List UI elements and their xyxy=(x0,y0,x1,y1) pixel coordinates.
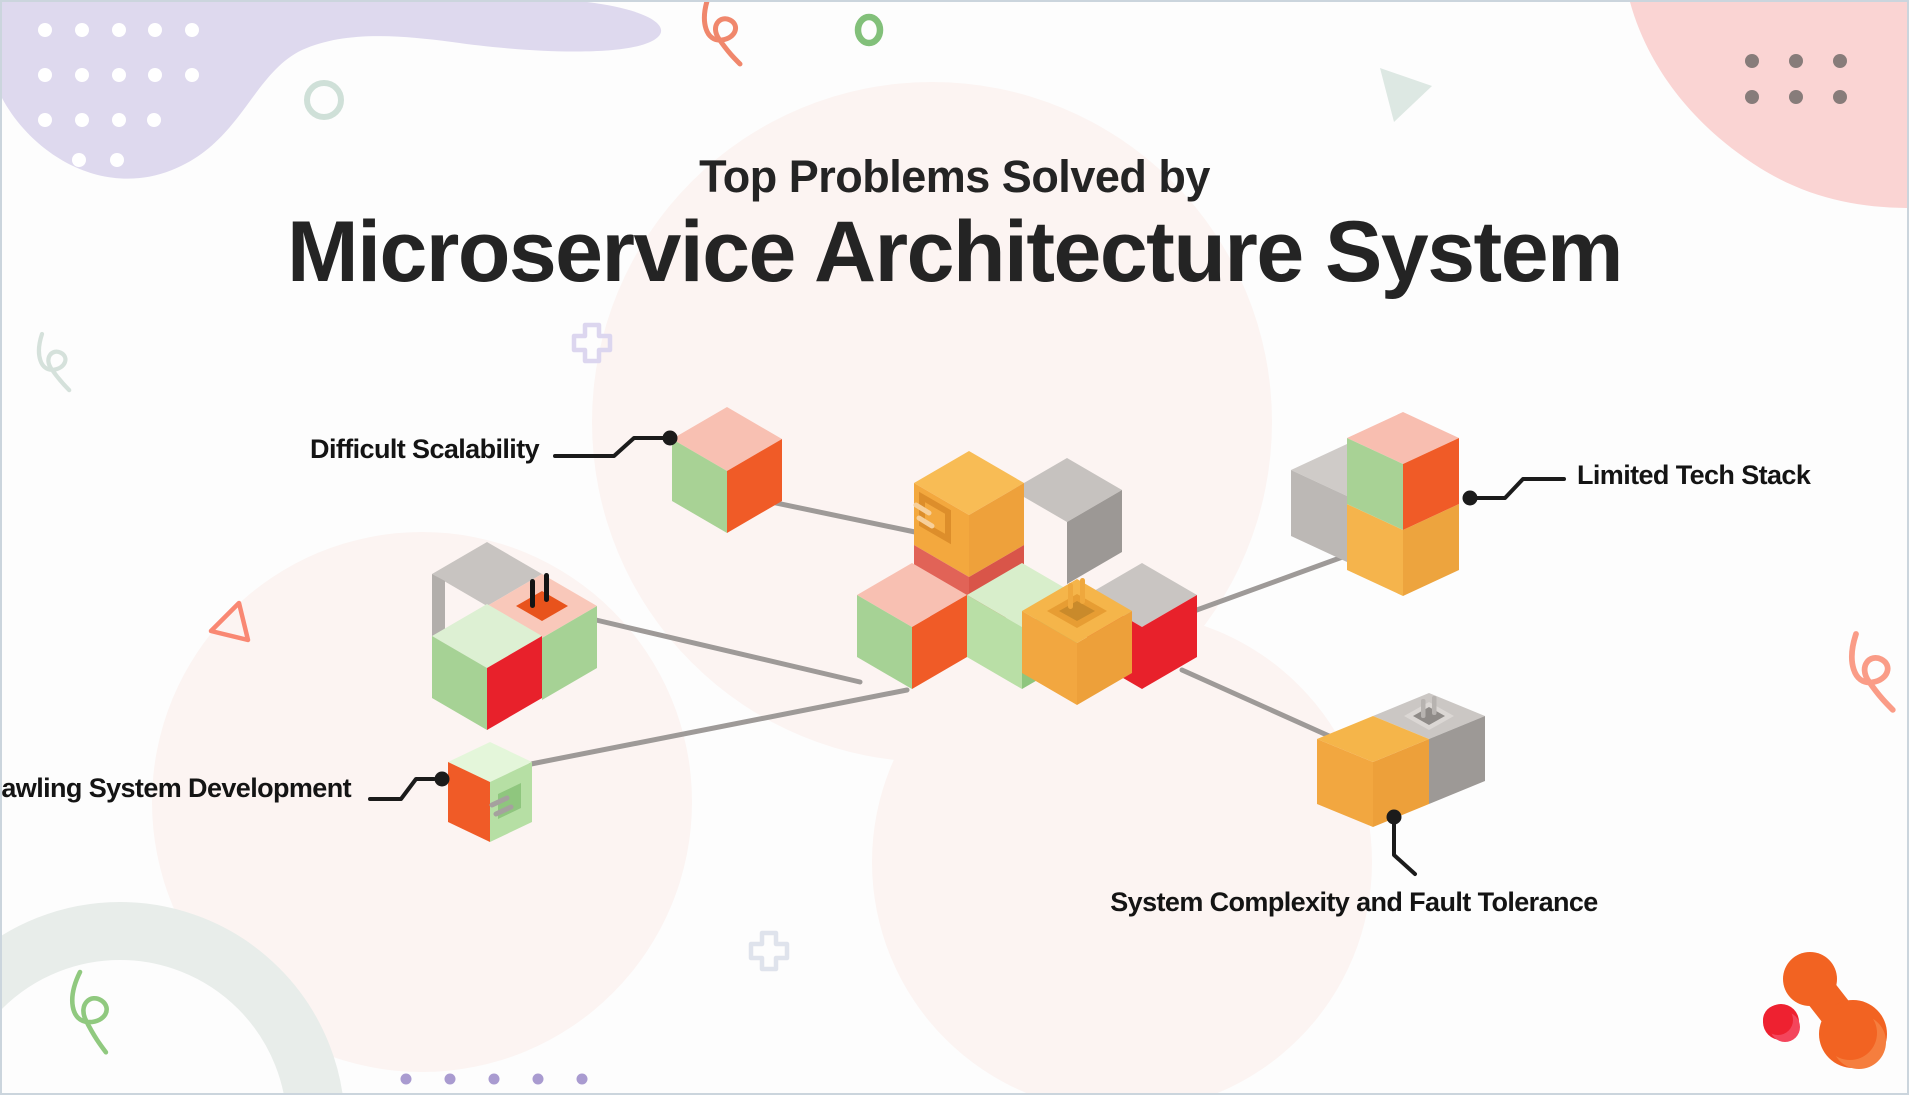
squiggle-left-sage xyxy=(36,331,72,393)
cube-cluster-left xyxy=(432,542,597,730)
callout-difficult-scalability xyxy=(553,436,665,458)
pin xyxy=(1080,578,1085,604)
lavender-blob xyxy=(2,2,662,179)
triangle-teal xyxy=(1380,68,1432,122)
pin xyxy=(1068,583,1073,609)
cube-cluster-system-complexity xyxy=(1317,693,1485,827)
callout-lines xyxy=(368,436,1566,876)
callout-system-complexity xyxy=(1392,822,1417,876)
line-center-to-right xyxy=(1169,552,1351,622)
plus-outline-top xyxy=(571,322,613,364)
callout-dots xyxy=(434,430,1478,825)
label-crawling-system-development: Crawling System Development xyxy=(0,773,352,803)
ring-decoration xyxy=(2,902,343,1093)
page-subtitle: Top Problems Solved by xyxy=(699,151,1210,202)
plus-outline-bottom xyxy=(748,930,790,972)
line-left-to-center xyxy=(593,617,863,685)
dumbbell-decoration xyxy=(1763,952,1887,1069)
circle-outline-sage xyxy=(304,80,344,120)
grey-dot-grid xyxy=(1745,54,1847,104)
pin xyxy=(1421,699,1426,718)
socket-top xyxy=(516,591,568,621)
cube-difficult-scalability xyxy=(672,407,782,533)
circle-outline-green xyxy=(854,13,884,47)
line-center-to-bottomright xyxy=(1179,667,1341,743)
cube-cluster-center xyxy=(857,451,1197,705)
label-system-complexity-fault-tolerance: System Complexity and Fault Tolerance xyxy=(1110,887,1598,917)
white-dot-grid xyxy=(38,23,199,167)
triangle-outline-coral xyxy=(208,600,251,643)
page-title: Microservice Architecture System xyxy=(286,204,1624,300)
cube-cluster-limited-tech-stack xyxy=(1291,412,1459,596)
callout-limited-tech-stack xyxy=(1475,477,1566,500)
pin xyxy=(530,579,535,608)
callout-crawling-system xyxy=(368,777,436,801)
pink-blob xyxy=(1630,2,1907,208)
label-limited-tech-stack: Limited Tech Stack xyxy=(1577,460,1811,490)
purple-dots-row xyxy=(400,1073,588,1085)
socket-side xyxy=(919,491,951,545)
cube-crawling-system xyxy=(448,742,532,842)
label-difficult-scalability: Difficult Scalability xyxy=(310,434,540,464)
squiggle-bottom-green xyxy=(70,969,109,1055)
squiggle-decorations xyxy=(36,2,1896,1055)
squiggle-top-coral xyxy=(702,2,743,67)
line-crawling-to-center xyxy=(528,687,910,767)
squiggle-right-coral xyxy=(1849,631,1896,713)
pin xyxy=(544,573,549,602)
network-lines xyxy=(528,486,1351,767)
pin xyxy=(1432,696,1437,715)
